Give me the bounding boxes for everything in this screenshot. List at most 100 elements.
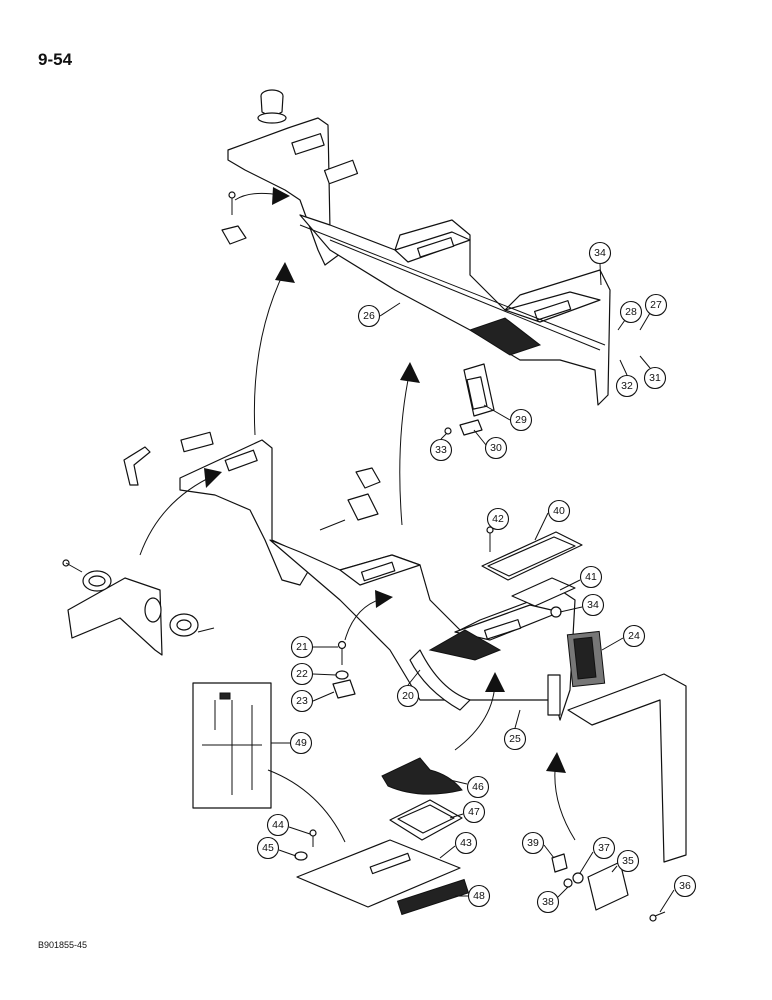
callout-circle — [466, 775, 490, 799]
callout-circle — [266, 813, 290, 837]
callout-label: 36 — [679, 880, 691, 892]
callout-circle — [256, 836, 280, 860]
callout-label: 38 — [542, 896, 554, 908]
callout-39: 39 — [521, 831, 545, 855]
callout-label: 34 — [594, 247, 606, 259]
decal-49 — [192, 682, 272, 809]
callout-circle — [616, 849, 640, 873]
callout-label: 45 — [262, 842, 274, 854]
callout-circle — [521, 831, 545, 855]
callout-circle — [509, 408, 533, 432]
callout-label: 30 — [490, 442, 502, 454]
callout-41: 41 — [579, 565, 603, 589]
callout-label: 37 — [598, 842, 610, 854]
callout-34: 34 — [588, 241, 612, 265]
callout-44: 44 — [266, 813, 290, 837]
bracket-35 — [551, 853, 666, 922]
callout-circle — [644, 293, 668, 317]
leader-lines — [271, 263, 675, 913]
callout-circle — [396, 684, 420, 708]
callout-label: 25 — [509, 733, 521, 745]
callout-label: 26 — [363, 310, 375, 322]
callout-28: 28 — [619, 300, 643, 324]
callout-label: 47 — [468, 806, 480, 818]
document-code: B901855-45 — [38, 940, 88, 950]
callout-label: 21 — [296, 641, 308, 653]
page-number: 9-54 — [38, 50, 73, 69]
callout-circle — [547, 499, 571, 523]
callout-label: 22 — [296, 668, 308, 680]
callout-label: 33 — [435, 444, 447, 456]
callout-circle — [486, 507, 510, 531]
callout-49: 49 — [289, 731, 313, 755]
callout-47: 47 — [462, 800, 486, 824]
callout-label: 46 — [472, 781, 484, 793]
callout-20: 20 — [396, 684, 420, 708]
callout-40: 40 — [547, 499, 571, 523]
callout-label: 41 — [585, 571, 597, 583]
callout-43: 43 — [454, 831, 478, 855]
right-side-panel — [567, 673, 687, 863]
callout-circle — [484, 436, 508, 460]
cover-40 — [481, 526, 606, 688]
callout-33: 33 — [429, 438, 453, 462]
plate-43 — [294, 829, 470, 916]
callout-32: 32 — [615, 374, 639, 398]
callout-circle — [467, 884, 491, 908]
callout-label: 31 — [649, 372, 661, 384]
callout-label: 29 — [515, 414, 527, 426]
callout-circle — [643, 366, 667, 390]
callout-label: 49 — [295, 737, 307, 749]
callout-30: 30 — [484, 436, 508, 460]
assembly-arrows — [139, 187, 576, 843]
bolt-stack-21-23 — [332, 640, 356, 699]
callout-42: 42 — [486, 507, 510, 531]
callout-circle — [290, 689, 314, 713]
callout-circle — [581, 593, 605, 617]
callout-circle — [615, 374, 639, 398]
lower-console-assembly — [62, 431, 576, 721]
callout-label: 35 — [622, 855, 634, 867]
callout-label: 43 — [460, 837, 472, 849]
callout-46: 46 — [466, 775, 490, 799]
callout-27: 27 — [644, 293, 668, 317]
callout-37: 37 — [592, 836, 616, 860]
callout-31: 31 — [643, 366, 667, 390]
callout-circle — [289, 731, 313, 755]
callout-label: 39 — [527, 837, 539, 849]
callout-label: 42 — [492, 513, 504, 525]
callout-22: 22 — [290, 662, 314, 686]
callout-23: 23 — [290, 689, 314, 713]
callout-circle — [429, 438, 453, 462]
callout-36: 36 — [673, 874, 697, 898]
callout-25: 25 — [503, 727, 527, 751]
callout-circle — [622, 624, 646, 648]
boot-46 — [381, 757, 463, 841]
callout-label: 44 — [272, 819, 284, 831]
callout-48: 48 — [467, 884, 491, 908]
callout-circle — [290, 662, 314, 686]
callout-label: 48 — [473, 890, 485, 902]
callout-circle — [454, 831, 478, 855]
plate-29 — [444, 363, 495, 436]
callout-circle — [579, 565, 603, 589]
callout-label: 34 — [587, 599, 599, 611]
callout-label: 40 — [553, 505, 565, 517]
callout-45: 45 — [256, 836, 280, 860]
callout-label: 23 — [296, 695, 308, 707]
callout-24: 24 — [622, 624, 646, 648]
callout-circle — [503, 727, 527, 751]
callout-circle — [673, 874, 697, 898]
callout-29: 29 — [509, 408, 533, 432]
callout-circle — [536, 890, 560, 914]
callout-38: 38 — [536, 890, 560, 914]
callout-21: 21 — [290, 635, 314, 659]
callout-circle — [588, 241, 612, 265]
callout-circle — [462, 800, 486, 824]
callout-label: 24 — [628, 630, 640, 642]
callout-circle — [290, 635, 314, 659]
callout-34: 34 — [581, 593, 605, 617]
upper-console-assembly — [221, 89, 611, 406]
